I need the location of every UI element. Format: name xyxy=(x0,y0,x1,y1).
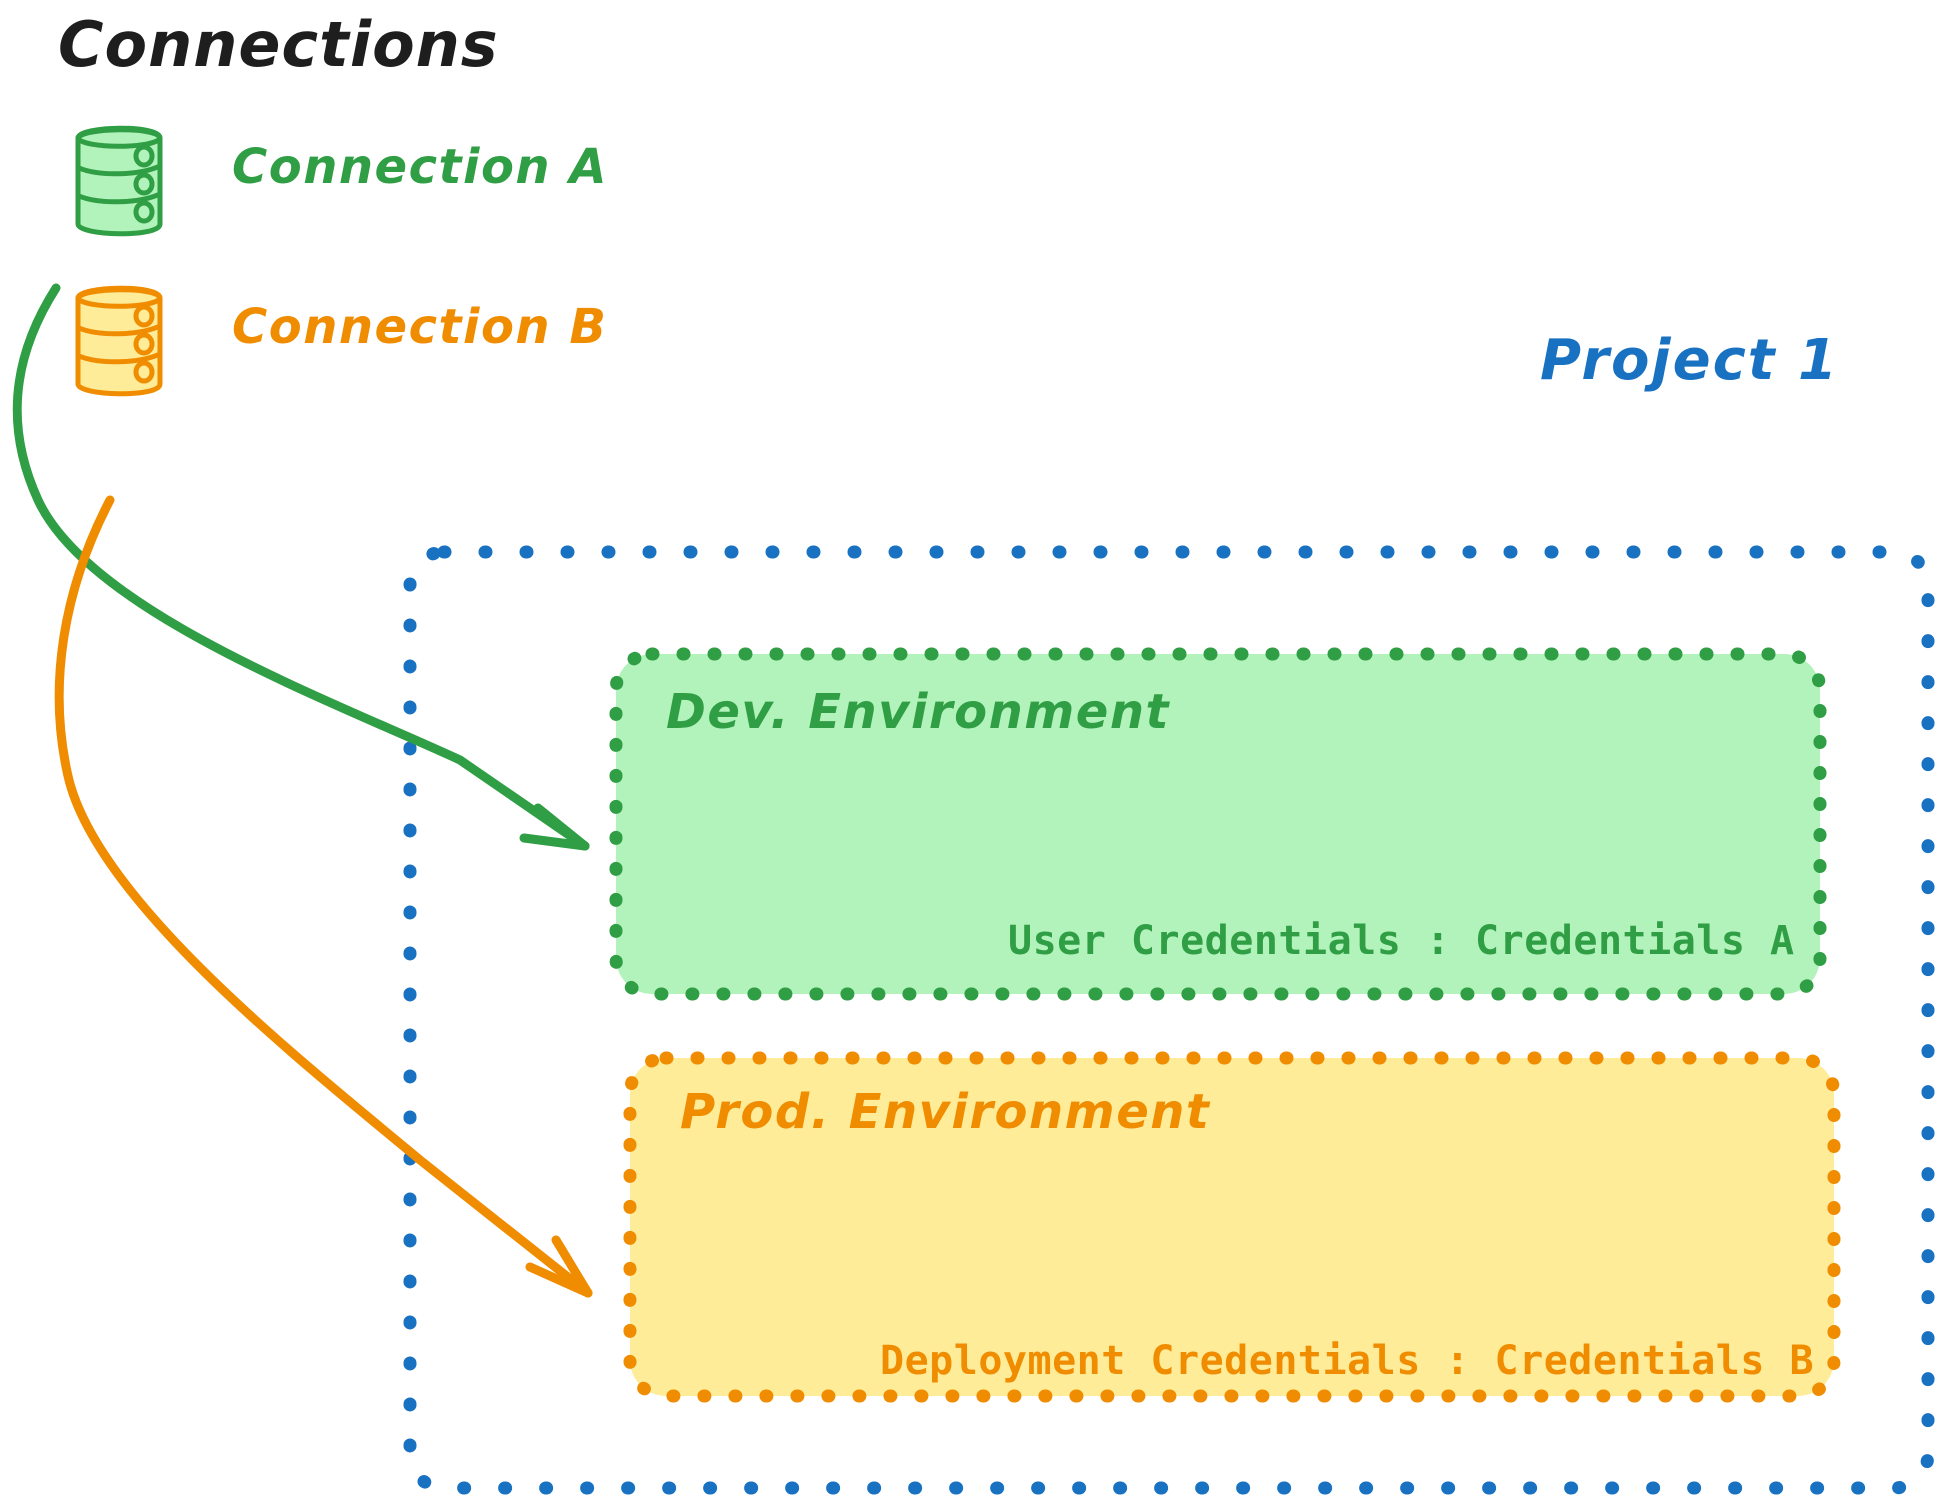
db-a-divider-2 xyxy=(76,191,163,205)
arrow-connection-b-to-prod xyxy=(54,495,593,1298)
database-cylinder-icon[interactable] xyxy=(75,125,163,237)
db-a-light-1 xyxy=(133,144,155,168)
arrow-a-shaft xyxy=(12,283,590,851)
database-cylinder-icon[interactable] xyxy=(75,285,163,397)
arrow-connection-a-to-dev xyxy=(12,283,590,851)
connection-a-label: Connection A xyxy=(232,139,608,195)
arrow-b-head-lower xyxy=(525,1262,593,1298)
arrow-b-head-upper xyxy=(551,1235,593,1298)
connection-b-label: Connection B xyxy=(232,299,608,355)
dev-environment-border xyxy=(609,647,1827,1001)
prod-environment-border xyxy=(623,1051,1841,1403)
dev-environment-credentials: User Credentials : Credentials A xyxy=(1008,918,1795,964)
db-a-top xyxy=(75,127,163,149)
prod-environment-credentials: Deployment Credentials : Credentials B xyxy=(880,1338,1815,1384)
db-b-light-1 xyxy=(133,304,155,328)
page-title: Connections xyxy=(58,8,499,81)
prod-environment-title: Prod. Environment xyxy=(680,1084,1211,1140)
db-b-top xyxy=(75,287,163,309)
arrow-b-shaft xyxy=(54,495,593,1298)
db-a-light-2 xyxy=(133,172,155,196)
db-a-light-3 xyxy=(133,200,155,224)
arrow-a-head-upper xyxy=(533,803,590,851)
db-b-light-3 xyxy=(133,360,155,384)
arrow-a-head-lower xyxy=(519,833,590,851)
db-b-divider-1 xyxy=(76,323,163,337)
dev-environment-fill xyxy=(616,654,1820,994)
db-b-light-2 xyxy=(133,332,155,356)
db-b-divider-2 xyxy=(76,351,163,365)
db-a-divider-1 xyxy=(76,163,163,177)
project-label: Project 1 xyxy=(1540,328,1840,393)
dev-environment-box[interactable] xyxy=(609,647,1827,1001)
prod-environment-box[interactable] xyxy=(623,1051,1841,1403)
dev-environment-title: Dev. Environment xyxy=(666,684,1170,740)
prod-environment-fill xyxy=(630,1058,1834,1396)
